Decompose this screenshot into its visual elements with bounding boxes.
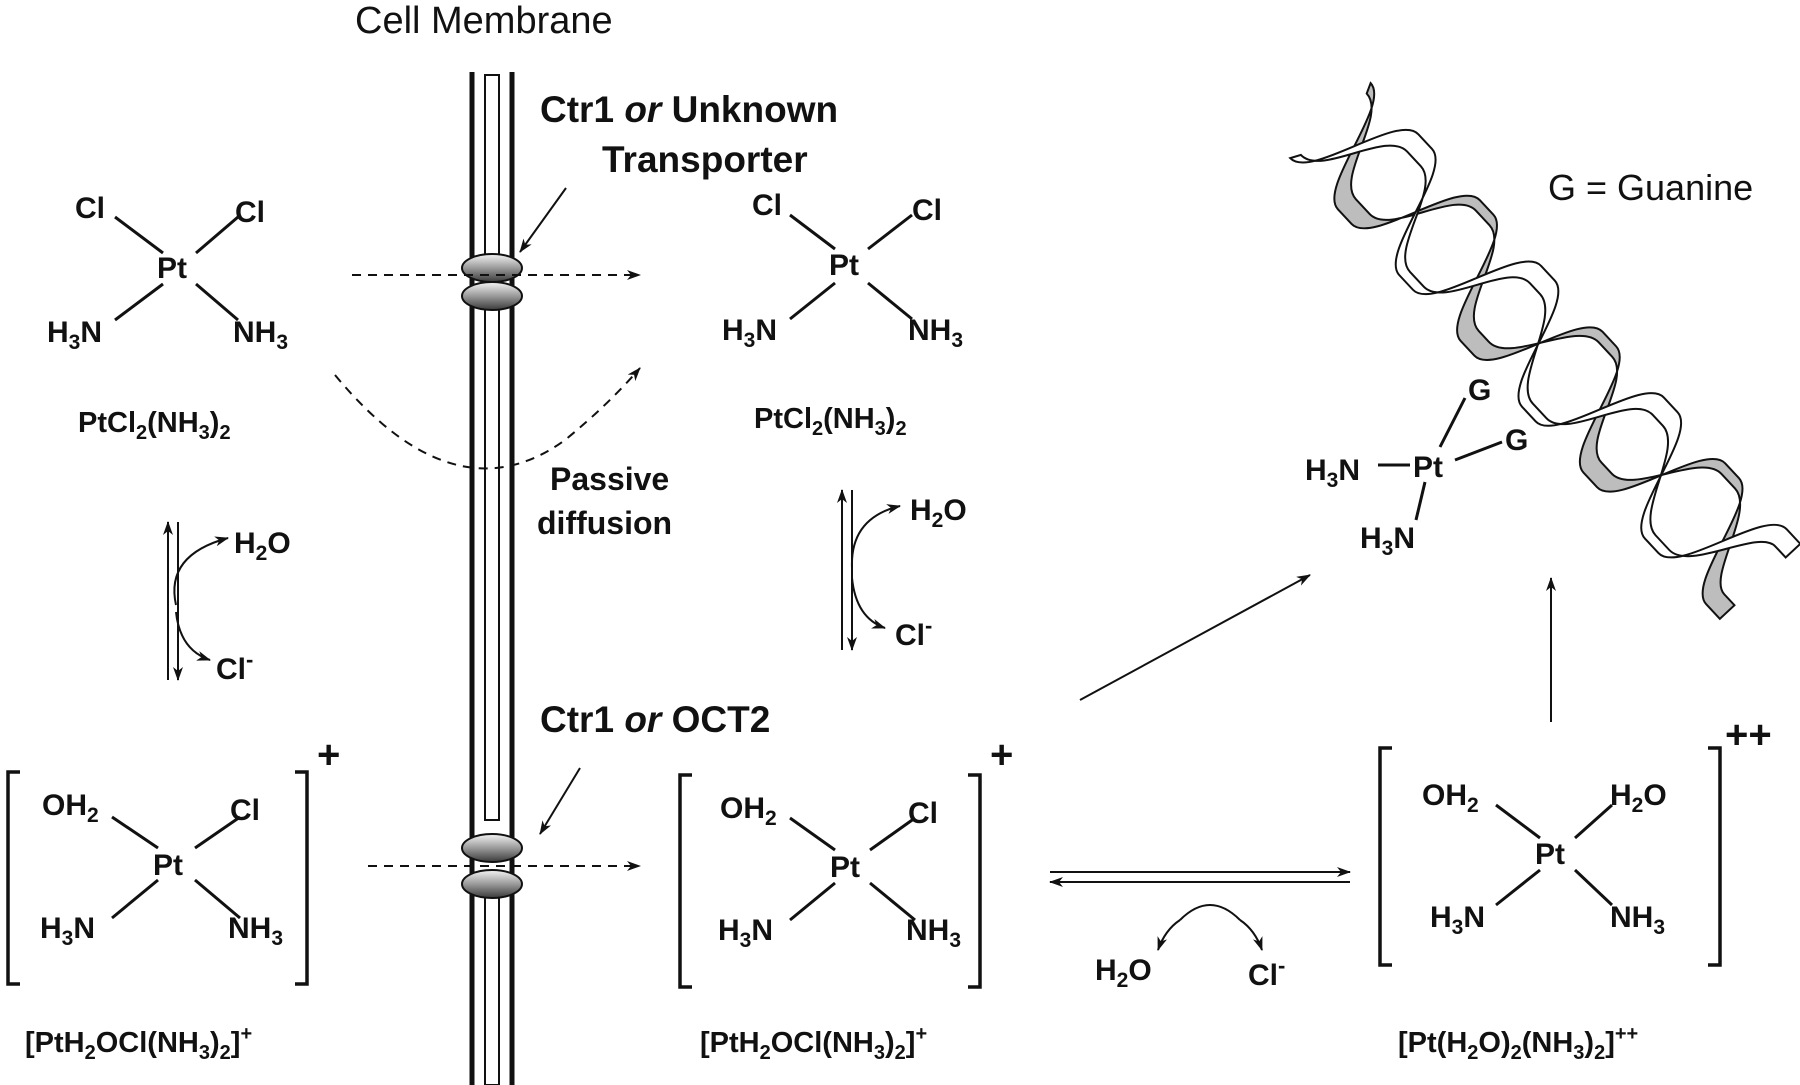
passive-diffusion-line2: diffusion	[537, 505, 672, 541]
svg-text:+: +	[990, 733, 1013, 777]
svg-text:G: G	[1505, 424, 1528, 457]
transporter-top	[461, 253, 523, 311]
equilibrium-middle: H2O Cl-	[837, 489, 967, 652]
svg-text:G: G	[1468, 374, 1491, 407]
svg-text:H3N: H3N	[47, 316, 102, 354]
svg-text:H2O: H2O	[1095, 954, 1152, 992]
svg-text:NH3: NH3	[906, 914, 961, 952]
cisplatin-inside: Pt Cl Cl H3N NH3	[722, 189, 963, 352]
diaqua-name: [Pt(H2O)2(NH3)2]++	[1398, 1023, 1638, 1064]
svg-text:H3N: H3N	[1305, 454, 1360, 492]
svg-text:Pt: Pt	[1535, 838, 1565, 871]
svg-text:H2O: H2O	[1610, 779, 1667, 817]
svg-text:Pt: Pt	[830, 851, 860, 884]
svg-text:NH3: NH3	[908, 314, 963, 352]
monoaqua-outside: + Pt OH2 Cl H3N NH3	[6, 733, 340, 986]
svg-text:OH2: OH2	[720, 792, 777, 830]
equilibrium-left: H2O Cl-	[163, 521, 291, 686]
svg-text:Pt: Pt	[829, 249, 859, 282]
svg-text:H3N: H3N	[1430, 901, 1485, 939]
svg-text:Cl: Cl	[75, 192, 105, 225]
svg-text:NH3: NH3	[1610, 901, 1665, 939]
svg-text:++: ++	[1725, 713, 1772, 757]
svg-text:H3N: H3N	[722, 314, 777, 352]
transporter-bottom-pointer	[539, 767, 581, 835]
svg-text:H3N: H3N	[1360, 522, 1415, 560]
monoaqua-inside: + Pt OH2 Cl H3N NH3	[678, 733, 1013, 989]
transporter-bottom	[461, 833, 523, 899]
transporter-top-label-line2: Transporter	[602, 139, 808, 180]
transporter-top-pointer	[519, 187, 567, 253]
svg-text:Cl: Cl	[235, 196, 265, 229]
svg-text:Cl: Cl	[752, 189, 782, 222]
svg-text:Cl: Cl	[912, 194, 942, 227]
diaqua-complex: ++ Pt OH2 H2O H3N NH3	[1378, 713, 1772, 967]
svg-text:+: +	[317, 733, 340, 777]
svg-text:H3N: H3N	[718, 914, 773, 952]
svg-text:Cl-: Cl-	[1248, 953, 1285, 992]
svg-text:NH3: NH3	[228, 912, 283, 950]
monoaqua-outside-name: [PtH2OCl(NH3)2]+	[25, 1023, 252, 1064]
svg-text:Cl-: Cl-	[216, 647, 253, 686]
passive-diffusion-arrow	[334, 367, 641, 470]
passive-diffusion-line1: Passive	[550, 461, 669, 497]
svg-text:NH3: NH3	[233, 316, 288, 354]
dna-double-helix	[1288, 81, 1800, 621]
guanine-legend: G = Guanine	[1548, 167, 1753, 208]
cisplatin-outside-name: PtCl2(NH3)2	[78, 407, 231, 444]
svg-text:H2O: H2O	[234, 527, 291, 565]
cisplatin-outside: Pt Cl Cl H3N NH3	[47, 192, 288, 354]
arrow-monoaqua-to-dna	[1079, 574, 1311, 701]
svg-text:H2O: H2O	[910, 494, 967, 532]
equilibrium-bottom: H2O Cl-	[1049, 867, 1351, 992]
transporter-top-label-line1: Ctr1 or Unknown	[540, 89, 838, 130]
svg-text:Pt: Pt	[153, 849, 183, 882]
svg-text:OH2: OH2	[42, 789, 99, 827]
transporter-bottom-label: Ctr1 or OCT2	[540, 699, 770, 740]
cell-membrane	[469, 72, 515, 1085]
membrane-title: Cell Membrane	[355, 0, 613, 42]
svg-text:Cl: Cl	[908, 797, 938, 830]
cisplatin-inside-name: PtCl2(NH3)2	[754, 403, 907, 440]
svg-text:Pt: Pt	[157, 252, 187, 285]
svg-text:OH2: OH2	[1422, 779, 1479, 817]
monoaqua-inside-name: [PtH2OCl(NH3)2]+	[700, 1023, 927, 1064]
svg-text:Pt: Pt	[1413, 451, 1443, 484]
svg-text:Cl: Cl	[230, 794, 260, 827]
svg-text:H3N: H3N	[40, 912, 95, 950]
pt-dna-adduct: Pt G G H3N H3N	[1305, 374, 1528, 560]
svg-text:Cl-: Cl-	[895, 613, 932, 652]
